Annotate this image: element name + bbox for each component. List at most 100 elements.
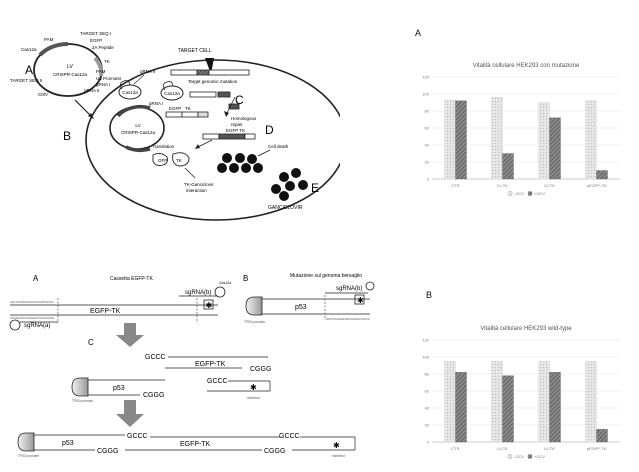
figure-crispr-schematic: LV CRISPR-Cas12a PAM TARGET SEQ I EGFP 2… bbox=[10, 31, 340, 221]
inner-plasmid bbox=[109, 106, 165, 150]
promoter-label-final: TP53 promoter bbox=[18, 454, 40, 458]
bar-plus-gcv bbox=[549, 372, 561, 443]
egfp-tk-label: EGFP TK bbox=[226, 128, 245, 133]
target-cell bbox=[85, 59, 340, 221]
star-final: ✱ bbox=[333, 441, 340, 450]
y-tick-label: 80 bbox=[425, 109, 430, 114]
label-pam: PAM bbox=[44, 37, 54, 42]
label-u6-promoter: U6 Promoter bbox=[96, 76, 122, 81]
panel-letter-a: A bbox=[25, 63, 33, 77]
star-c: ✱ bbox=[250, 383, 257, 392]
y-tick-label: 60 bbox=[425, 126, 430, 131]
tk-small-label: TK bbox=[185, 106, 191, 111]
x-tick-label: CTR bbox=[451, 446, 459, 451]
figure-cassette-schematic: A Cassetta EGFP-TK sgRNA(b) Cas12a ✱ GAC… bbox=[9, 273, 375, 458]
bar-minus-gcv bbox=[538, 102, 550, 180]
cggg-c1: CGGG bbox=[250, 366, 271, 373]
gccc-c1: GCCC bbox=[145, 354, 166, 361]
tk-label: TK bbox=[176, 158, 182, 163]
cell-death-label: Cell death bbox=[268, 144, 289, 149]
grna-ii-label: gRNA II bbox=[140, 69, 156, 74]
cut-site-box bbox=[203, 299, 214, 310]
gccc-final-2: GCCC bbox=[279, 433, 300, 440]
cggg-final-2: CGGG bbox=[264, 448, 285, 455]
label-egfp: EGFP bbox=[90, 38, 102, 43]
label-target-seq-ii: TARGET SEQ II bbox=[10, 78, 42, 83]
promoter-shape bbox=[245, 296, 263, 316]
legend-label: -GCV bbox=[514, 454, 524, 459]
bar-plus-gcv bbox=[549, 117, 561, 180]
indel-label-final: indel/mut bbox=[332, 454, 345, 458]
y-tick-label: 80 bbox=[425, 372, 430, 377]
cggg-c2: CGGG bbox=[143, 392, 164, 399]
bar-plus-gcv bbox=[455, 372, 467, 443]
arrow-down-2 bbox=[124, 400, 136, 414]
plasmid-crispr-label: CRISPR-Cas12a bbox=[53, 72, 88, 77]
chart-title: Vitalità cellulare HEK293 con mutazione bbox=[473, 63, 580, 69]
legend-label: +GCV bbox=[534, 191, 545, 196]
y-tick-label: 40 bbox=[425, 143, 430, 148]
bar-minus-gcv bbox=[491, 361, 503, 443]
y-tick-label: 120 bbox=[422, 75, 429, 80]
tk-gcv-line-2: interaction bbox=[186, 188, 207, 193]
label-pam-2: PAM bbox=[96, 69, 106, 74]
cas12a-label-a: Cas12a bbox=[122, 90, 138, 95]
egfp-tk-a-label: EGFP-TK bbox=[90, 308, 121, 315]
sgrna-b-genome-label: sgRNA(b) bbox=[336, 286, 362, 292]
cas12a-label-fig2-top: Cas12a bbox=[219, 281, 231, 285]
panel-letter-d: D bbox=[265, 123, 274, 137]
ganciclovir-label: GANCICLOVIR bbox=[268, 205, 303, 211]
plasmid-segment bbox=[38, 41, 69, 57]
legend-swatch bbox=[527, 191, 533, 196]
panel-letter-e: E bbox=[311, 181, 319, 195]
p53-label-final: p53 bbox=[62, 440, 74, 447]
sequence-bottom: CTGAGATCCCATGGGTCCGACGGG bbox=[10, 316, 54, 320]
legend-swatch bbox=[507, 454, 513, 459]
bar-minus-gcv bbox=[444, 99, 456, 180]
chart-a: Vitalità cellulare HEK293 con mutazione0… bbox=[422, 63, 620, 196]
gccc-final-1: GCCC bbox=[127, 433, 148, 440]
bar-minus-gcv bbox=[585, 361, 597, 443]
genome-title: Mutazione sul genoma bersaglio bbox=[290, 273, 362, 279]
inner-plasmid-crispr: CRISPR-Cas12a bbox=[121, 130, 156, 135]
label-2a-peptide: 2A Peptide bbox=[92, 45, 114, 50]
p53-label-c: p53 bbox=[113, 385, 125, 392]
y-tick-label: 100 bbox=[422, 355, 429, 360]
homologous-repair-line-1: Homologous bbox=[231, 116, 257, 121]
y-tick-label: 0 bbox=[427, 440, 430, 445]
indel-label-c: indel/mut bbox=[247, 396, 260, 400]
panel-letter-b: B bbox=[63, 129, 71, 143]
label-grna-i: gRNA I bbox=[96, 82, 110, 87]
arrow-down-2-head bbox=[116, 414, 144, 427]
promoter-label-b: TP53 promoter bbox=[244, 320, 266, 324]
bar-plus-gcv bbox=[502, 153, 514, 180]
gfp-label: GFP bbox=[158, 158, 167, 163]
cas12a-label-b: Cas12a bbox=[164, 91, 180, 96]
sgrna-b-label: sgRNA(b) bbox=[185, 290, 211, 296]
legend-swatch bbox=[507, 191, 513, 196]
translation-label: Translation bbox=[152, 144, 175, 149]
inner-plasmid-lv: LV bbox=[135, 123, 140, 128]
promoter-shape-final bbox=[17, 432, 35, 452]
chart-b-letter: B bbox=[426, 290, 433, 300]
y-tick-label: 20 bbox=[425, 423, 430, 428]
grna-i-label: gRNA I bbox=[149, 101, 163, 106]
sgrna-a-label: sgRNA(a) bbox=[24, 323, 50, 329]
promoter-label-c: TP53 promoter bbox=[72, 399, 94, 403]
y-tick-label: 120 bbox=[422, 338, 429, 343]
bar-plus-gcv bbox=[502, 375, 514, 443]
legend-swatch bbox=[527, 454, 533, 459]
plasmid-segment bbox=[93, 56, 104, 77]
cas12a-icon bbox=[214, 286, 226, 298]
y-tick-label: 40 bbox=[425, 406, 430, 411]
sequence-genome: GACTCTAGGGTACCCAGGCTGCCC bbox=[326, 317, 370, 321]
cut-site-star-genome: ✱ bbox=[357, 296, 364, 305]
cas12a-protein bbox=[160, 85, 184, 101]
gccc-c2: GCCC bbox=[207, 378, 228, 385]
plasmid-lv-label: LV bbox=[67, 64, 73, 70]
label-cmv: CMV bbox=[38, 92, 48, 97]
bar-plus-gcv bbox=[596, 170, 608, 180]
fig2-panel-c: C bbox=[88, 338, 94, 347]
bar-minus-gcv bbox=[444, 361, 456, 443]
ganciclovir-molecules-outer bbox=[271, 168, 308, 201]
